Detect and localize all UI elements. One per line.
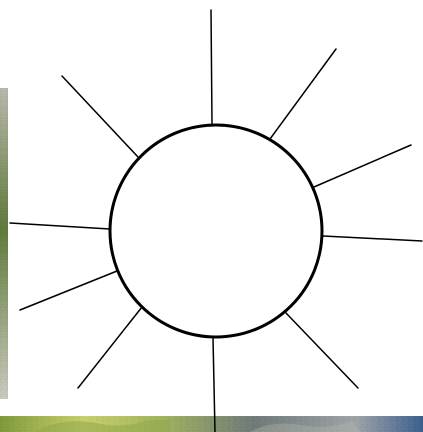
sun-ray-right-upper	[314, 145, 411, 187]
sun-ray-top	[211, 10, 212, 124]
sun-ray-bottom-right	[286, 313, 358, 388]
left-photo-fragment	[0, 88, 8, 399]
sun-ray-top-left	[62, 76, 138, 157]
bottom-photo-fragment	[0, 416, 423, 432]
sun-ray-top-right	[270, 49, 336, 139]
sun-ray-left	[10, 223, 110, 229]
sun-ray-left-lower	[20, 271, 117, 310]
sun-ray-bottom-left	[78, 307, 142, 388]
sun-ray-right	[323, 236, 422, 241]
sun-circle	[110, 125, 322, 337]
